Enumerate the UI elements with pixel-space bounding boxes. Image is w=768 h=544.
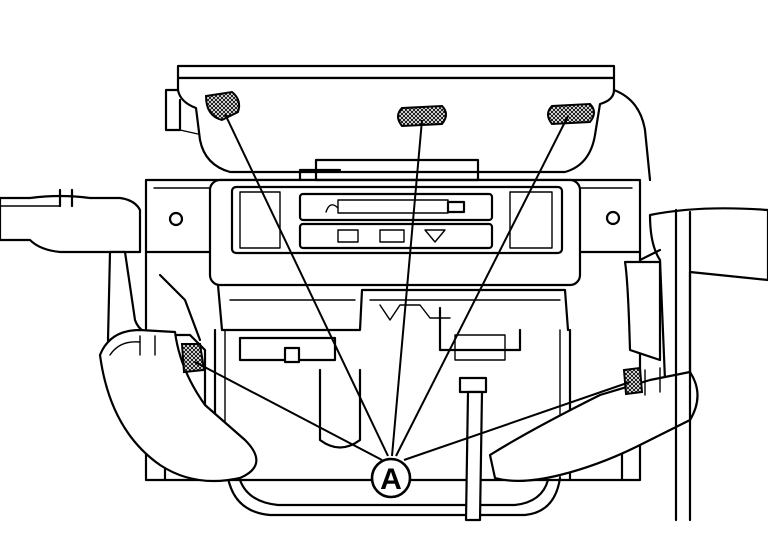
left-duct — [0, 188, 258, 483]
clip-top-center — [397, 104, 447, 128]
mounting-bolts — [168, 210, 621, 227]
leader-line — [194, 361, 383, 461]
clip-side-right — [622, 366, 644, 396]
leader-line — [403, 381, 631, 461]
callout-label: A — [380, 463, 402, 496]
top-bracket — [164, 64, 652, 182]
callout-a: A — [370, 457, 412, 499]
right-duct — [488, 207, 768, 522]
leader-line — [391, 119, 423, 457]
leader-lines — [194, 113, 631, 461]
clip-top-right — [547, 102, 595, 126]
leader-line — [224, 113, 389, 457]
clip-top-left — [204, 90, 241, 122]
clip-side-left — [180, 343, 206, 374]
internal-components — [238, 306, 522, 522]
leader-line — [395, 115, 569, 457]
control-panel — [208, 158, 582, 332]
